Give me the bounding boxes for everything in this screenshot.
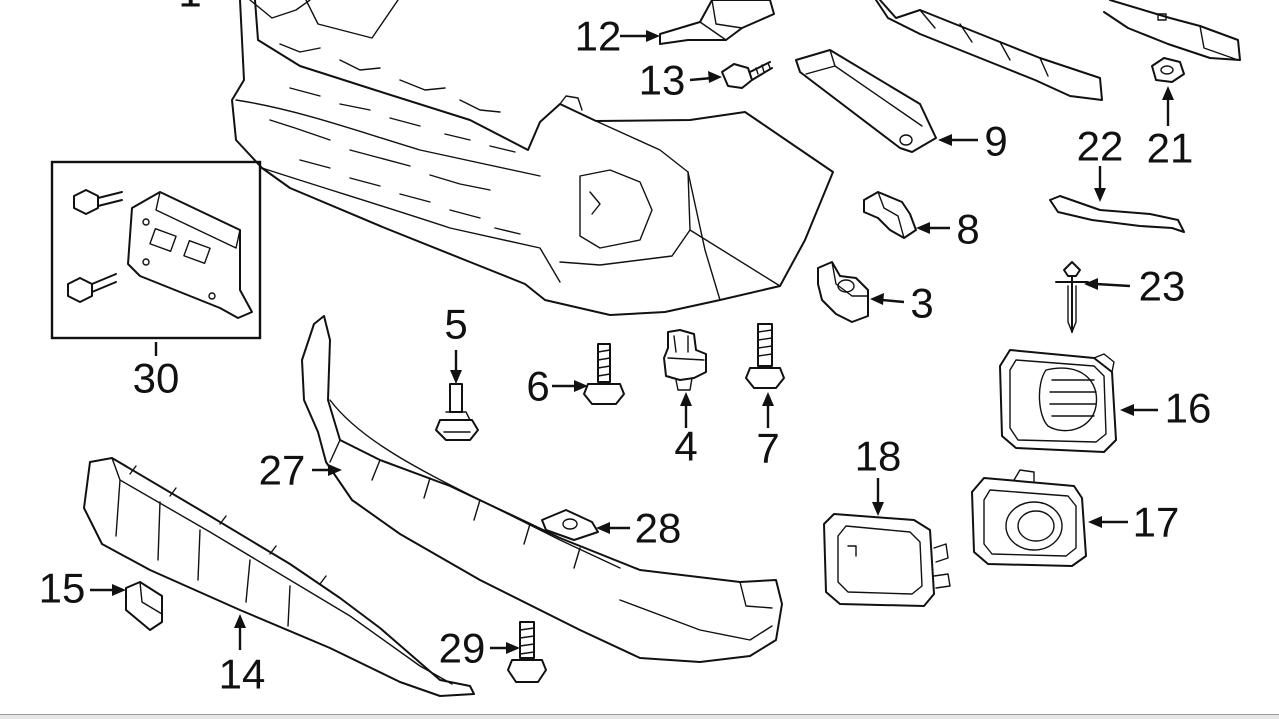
callout-16: 16 [1165, 385, 1212, 432]
part-speed-nut-28 [541, 509, 599, 541]
part-bolt-7 [745, 323, 785, 389]
part-bolt-6 [583, 343, 625, 405]
callout-17: 17 [1133, 499, 1180, 546]
callout-18: 18 [855, 433, 902, 480]
part-bolt-29 [507, 621, 547, 683]
callout-7: 7 [756, 425, 779, 472]
part-fog-bezel-17 [971, 469, 1087, 567]
callout-3: 3 [910, 280, 933, 327]
callout-29: 29 [439, 625, 486, 672]
callout-21: 21 [1147, 125, 1194, 172]
callout-23: 23 [1139, 263, 1186, 310]
part-rivet-23 [1055, 261, 1089, 333]
part-nut-21 [1151, 57, 1185, 83]
window-bottom-edge [0, 714, 1279, 719]
callout-9: 9 [984, 118, 1007, 165]
part-bracket-12 [659, 0, 775, 45]
part-license-bracket-30 [67, 189, 253, 319]
callout-14: 14 [219, 651, 266, 698]
part-clip-15 [125, 581, 163, 631]
leader-lines [90, 0, 1174, 654]
part-bolt-13 [721, 61, 773, 89]
callout-4: 4 [674, 423, 697, 470]
callout-labels: 1 3 4 5 6 7 8 9 12 13 14 15 16 17 18 21 … [39, 0, 1212, 698]
callout-15: 15 [39, 565, 86, 612]
part-lamp-frame-18 [823, 513, 951, 607]
part-retainer-22 [1049, 195, 1185, 233]
callout-30: 30 [133, 355, 180, 402]
part-retainer-4 [663, 329, 707, 391]
callout-6: 6 [526, 363, 549, 410]
inset-box-30 [50, 160, 262, 340]
callout-5: 5 [444, 301, 467, 348]
part-lower-spoiler-27 [301, 315, 783, 663]
part-fog-bezel-16 [999, 349, 1117, 453]
part-sensor-bracket-3 [817, 261, 869, 323]
callout-1: 1 [178, 0, 201, 16]
part-energy-absorber [875, 0, 1103, 101]
part-bracket-9 [795, 49, 937, 153]
callout-13: 13 [639, 57, 686, 104]
callout-27: 27 [259, 447, 306, 494]
part-clip-8 [863, 191, 917, 239]
part-lower-cover-14 [83, 457, 475, 697]
part-bolt-5 [435, 383, 479, 441]
callout-28: 28 [635, 505, 682, 552]
callout-22: 22 [1077, 123, 1124, 170]
callout-8: 8 [956, 206, 979, 253]
part-reinforcement [1103, 0, 1241, 61]
callout-12: 12 [575, 13, 622, 60]
part-bumper-cover [231, 0, 834, 316]
